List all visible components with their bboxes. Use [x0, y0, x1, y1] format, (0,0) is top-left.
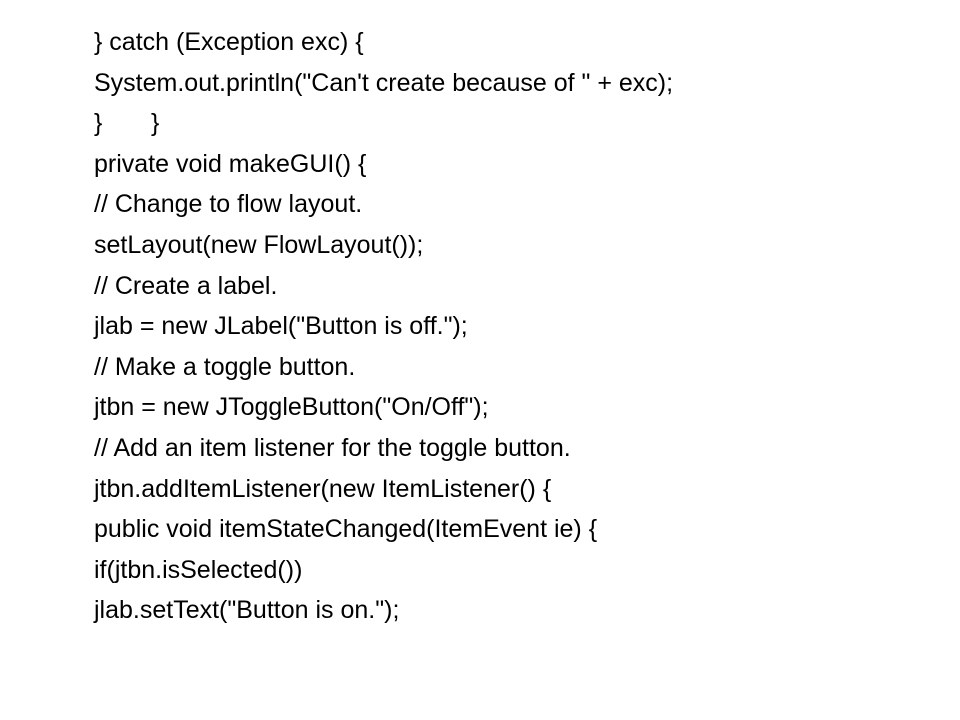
- code-line: jtbn = new JToggleButton("On/Off");: [94, 393, 489, 422]
- code-line: jlab.setText("Button is on.");: [94, 596, 400, 625]
- code-listing: } catch (Exception exc) { System.out.pri…: [94, 22, 673, 631]
- code-line: private void makeGUI() {: [94, 149, 367, 178]
- code-line: } catch (Exception exc) {: [94, 28, 364, 56]
- code-line: public void itemStateChanged(ItemEvent i…: [94, 515, 598, 544]
- code-line: if(jtbn.isSelected()): [94, 555, 303, 584]
- code-line: // Change to flow layout.: [94, 190, 363, 219]
- code-line: jtbn.addItemListener(new ItemListener() …: [94, 474, 552, 503]
- code-line: jlab = new JLabel("Button is off.");: [94, 312, 468, 341]
- code-line: System.out.println("Can't create because…: [94, 68, 674, 97]
- code-line: } }: [94, 109, 160, 138]
- code-line: setLayout(new FlowLayout());: [94, 230, 424, 259]
- code-line: // Create a label.: [94, 271, 278, 300]
- code-line: // Add an item listener for the toggle b…: [94, 433, 571, 462]
- code-line: // Make a toggle button.: [94, 352, 356, 381]
